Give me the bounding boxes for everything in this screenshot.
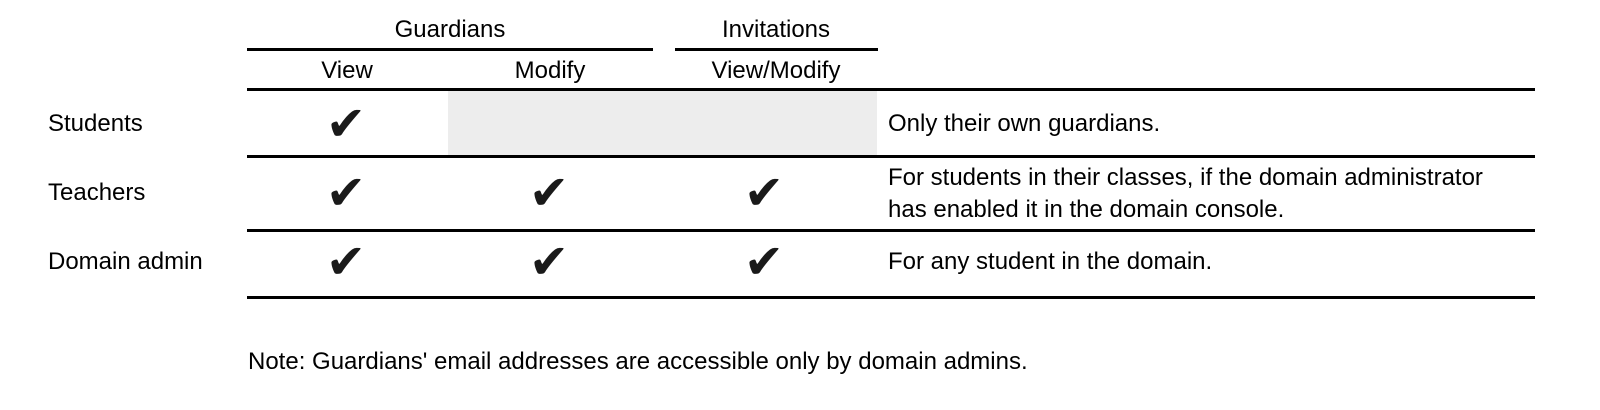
row-label-teachers: Teachers — [48, 179, 146, 206]
row-label-students: Students — [48, 110, 143, 137]
guardians-underline — [247, 48, 653, 51]
note-line: has enabled it in the domain console. — [888, 196, 1285, 223]
note-line: For students in their classes, if the do… — [888, 164, 1483, 191]
row-divider — [247, 296, 1535, 299]
column-group-guardians: Guardians — [394, 16, 506, 43]
row-divider — [247, 155, 1535, 158]
row-note-students: Only their own guardians. — [888, 108, 1160, 140]
row-note-domain-admin: For any student in the domain. — [888, 246, 1212, 278]
row-label-domain-admin: Domain admin — [48, 248, 203, 275]
checkmark-icon: ✔ — [743, 234, 785, 290]
invitations-underline — [675, 48, 878, 51]
column-header-view: View — [321, 57, 373, 84]
column-header-view-modify: View/Modify — [711, 57, 841, 84]
row-note-teachers: For students in their classes, if the do… — [888, 162, 1483, 226]
column-header-modify: Modify — [514, 57, 586, 84]
note-line: For any student in the domain. — [888, 248, 1213, 275]
footnote: Note: Guardians' email addresses are acc… — [248, 348, 1028, 375]
column-group-invitations: Invitations — [721, 16, 831, 43]
note-line: Only their own guardians. — [888, 110, 1161, 137]
checkmark-icon: ✔ — [325, 165, 367, 221]
disabled-cell — [448, 91, 877, 155]
header-rule — [247, 88, 1535, 91]
row-divider — [247, 229, 1535, 232]
checkmark-icon: ✔ — [528, 234, 570, 290]
checkmark-icon: ✔ — [528, 165, 570, 221]
checkmark-icon: ✔ — [325, 96, 367, 152]
checkmark-icon: ✔ — [743, 165, 785, 221]
checkmark-icon: ✔ — [325, 234, 367, 290]
